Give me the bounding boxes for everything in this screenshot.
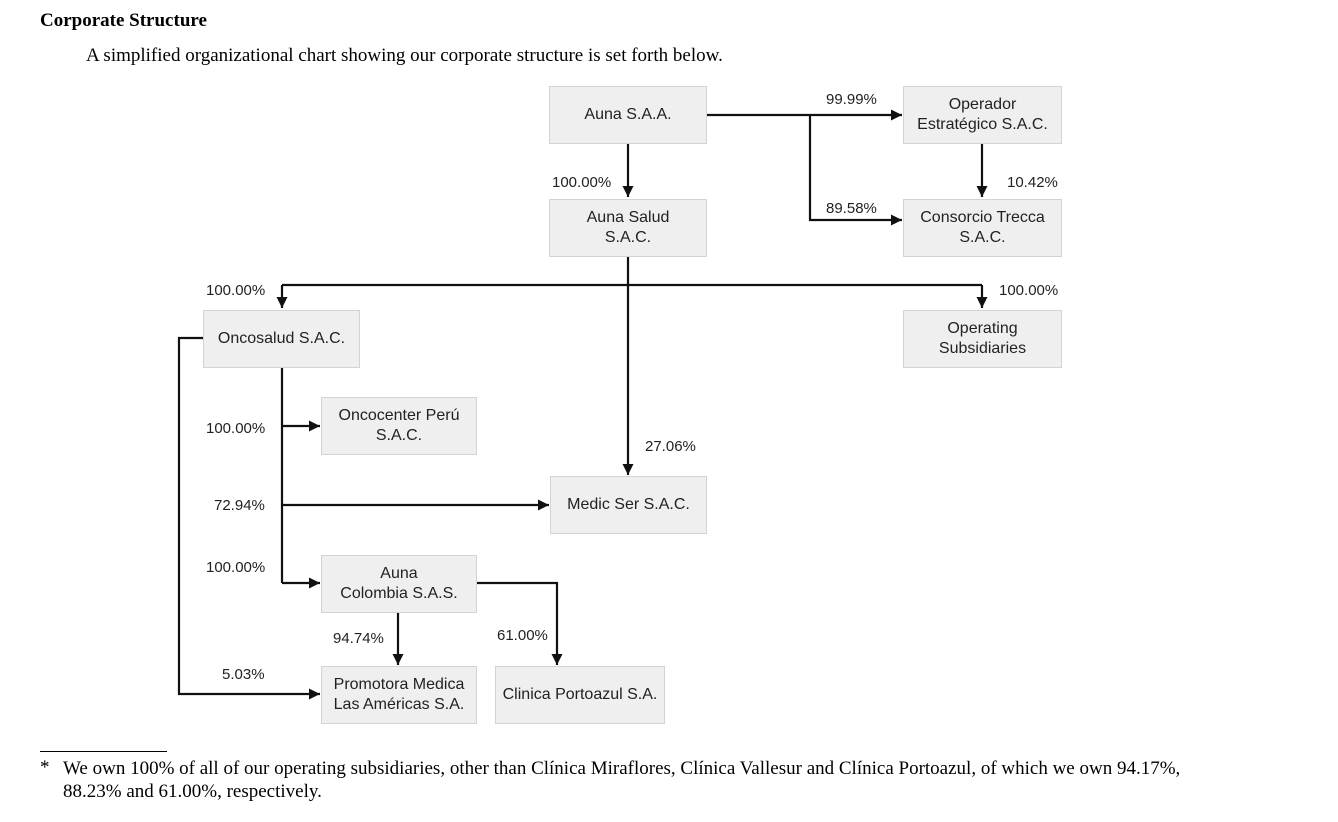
box-clinica-portoazul: Clinica Portoazul S.A.: [495, 666, 665, 724]
pct-aunasalud-operating: 100.00%: [999, 282, 1059, 299]
edge-oncosalud-promotora: [177, 336, 320, 700]
pct-operador-consorcio: 10.42%: [1007, 174, 1058, 191]
pct-oncosalud-aunacolombia: 100.00%: [206, 559, 266, 576]
pct-oncosalud-promotora: 5.03%: [222, 666, 265, 683]
pct-auna-consorcio: 89.58%: [826, 200, 877, 217]
footnote-marker: *: [40, 757, 50, 778]
pct-aunacolombia-portoazul: 61.00%: [497, 627, 548, 644]
section-heading: Corporate Structure: [40, 10, 207, 31]
footnote-text: We own 100% of all of our operating subs…: [63, 758, 1181, 802]
box-oncosalud: Oncosalud S.A.C.: [203, 310, 360, 368]
box-operador-estrategico: Operador Estratégico S.A.C.: [903, 86, 1062, 144]
pct-aunasalud-oncosalud: 100.00%: [206, 282, 266, 299]
pct-aunasalud-medicser: 27.06%: [645, 438, 696, 455]
box-oncocenter-peru: Oncocenter Perú S.A.C.: [321, 397, 477, 455]
box-consorcio-trecca: Consorcio Trecca S.A.C.: [903, 199, 1062, 257]
box-operating-subsidiaries: Operating Subsidiaries: [903, 310, 1062, 368]
box-auna-saa: Auna S.A.A.: [549, 86, 707, 144]
pct-auna-operador: 99.99%: [826, 91, 877, 108]
intro-paragraph: A simplified organizational chart showin…: [86, 45, 723, 66]
box-auna-colombia: Auna Colombia S.A.S.: [321, 555, 477, 613]
pct-oncosalud-medicser: 72.94%: [214, 497, 265, 514]
pct-oncosalud-oncocenter: 100.00%: [206, 420, 266, 437]
box-auna-salud: Auna Salud S.A.C.: [549, 199, 707, 257]
edge-auna-consorcio: [808, 115, 902, 226]
footnote-rule: [40, 751, 167, 752]
pct-aunacolombia-promotora: 94.74%: [333, 630, 384, 647]
box-medic-ser: Medic Ser S.A.C.: [550, 476, 707, 534]
edge-aunacolombia-portoazul: [476, 581, 563, 665]
box-promotora-medica: Promotora Medica Las Américas S.A.: [321, 666, 477, 724]
pct-auna-aunasalud: 100.00%: [552, 174, 612, 191]
